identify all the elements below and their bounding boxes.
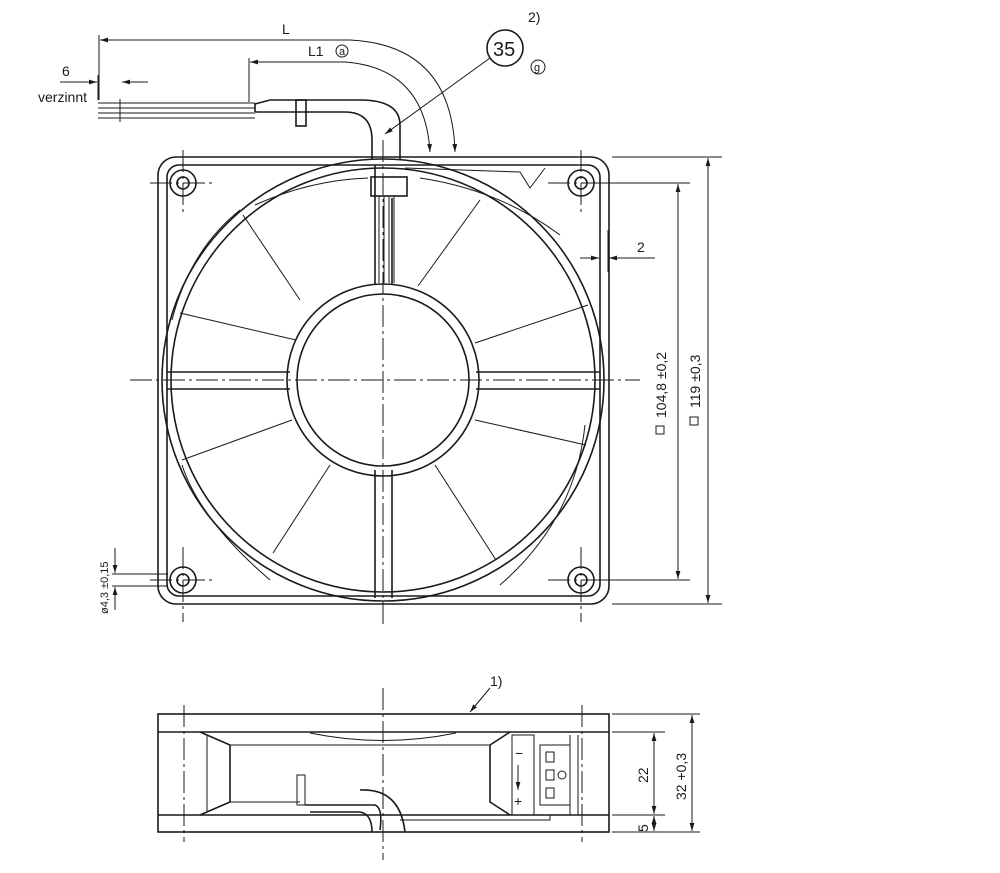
- terminal-block: [511, 734, 535, 816]
- cable-grommet: [370, 176, 408, 197]
- side-view: − + 1): [157, 673, 610, 860]
- label-l: L: [282, 21, 290, 37]
- pol-plus: +: [514, 793, 522, 809]
- label-strip-len: 6: [62, 63, 70, 79]
- label-height-total: 32 +0,3: [673, 753, 689, 800]
- label-circle-a: a: [339, 46, 346, 58]
- label-circle-g: g: [534, 62, 540, 74]
- venturi-left: [199, 731, 231, 816]
- cable-band: [295, 99, 307, 127]
- label-hole-spacing: 104,8 ±0,2: [653, 352, 669, 418]
- dim-frame-size: 119 ±0,3: [612, 156, 722, 605]
- struts: [167, 165, 600, 598]
- cable-channel: [404, 167, 546, 189]
- label-verzinnt: verzinnt: [38, 89, 87, 105]
- center-lines: [130, 140, 640, 625]
- venturi-right: [489, 731, 511, 816]
- cable-leads-front: [378, 196, 395, 283]
- label-l1: L1: [308, 43, 324, 59]
- dim-strip: 6 verzinnt: [38, 63, 148, 105]
- dim-length-l1: L1 a: [248, 43, 432, 153]
- label-height-22: 22: [635, 767, 651, 783]
- front-view: [130, 140, 640, 625]
- cable-sleeve-top: [255, 111, 373, 160]
- fan-blades: [171, 177, 589, 586]
- dim-flange-gap: 2: [580, 230, 655, 272]
- balloon-35-label: 35: [493, 39, 515, 61]
- cable-exit-top: [305, 804, 382, 831]
- note-1: 1): [490, 673, 502, 689]
- label-frame-size: 119 ±0,3: [687, 354, 703, 408]
- label-hole-dia: ø4,3 ±0,15: [99, 561, 111, 614]
- dim-heights: 22 5 32 +0,3: [612, 713, 700, 833]
- dim-hole-spacing: 104,8 ±0,2: [600, 182, 690, 581]
- label-flange-gap: 2: [637, 239, 645, 255]
- pcb-detail: [400, 735, 579, 821]
- cable: [98, 99, 401, 160]
- stripped-wires: [98, 99, 255, 122]
- pol-minus: −: [515, 745, 523, 761]
- cable-sleeve-bottom: [254, 99, 401, 160]
- note-2: 2): [528, 9, 540, 25]
- dim-length-l: L: [98, 21, 458, 153]
- label-height-5: 5: [635, 824, 651, 832]
- dim-hole-dia: ø4,3 ±0,15: [99, 548, 168, 614]
- balloon-35: 35 2) g: [384, 9, 546, 135]
- cable-exit-curve: [359, 789, 406, 833]
